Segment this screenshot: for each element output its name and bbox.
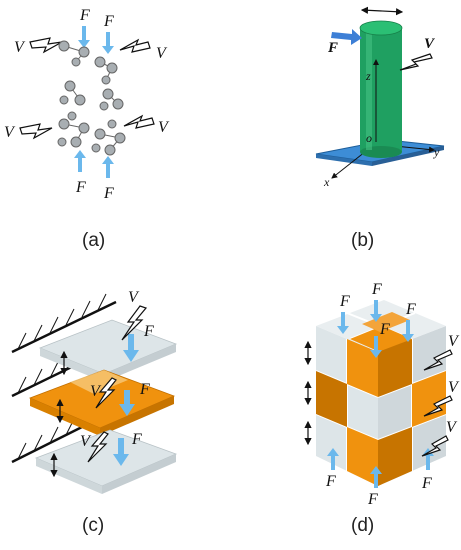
panel-c: F F F V V V <box>11 289 178 494</box>
z-axis-label: z <box>365 69 371 83</box>
bottom-layer-edge <box>102 454 176 494</box>
voltage-label: V <box>446 419 458 436</box>
voltage-label: V <box>158 119 170 136</box>
force-label: F <box>143 323 154 340</box>
force-arrow-b <box>331 29 362 45</box>
displacement-arrows <box>50 350 68 478</box>
origin-label: o <box>366 131 372 145</box>
voltage-label: V <box>128 289 140 306</box>
force-label: F <box>79 7 90 24</box>
panel-a: F F F F V V V V <box>4 7 170 202</box>
force-arrows-a <box>74 26 114 178</box>
voltage-label: V <box>14 39 26 56</box>
caption-a: (a) <box>82 230 106 251</box>
lightning-bolt-icon <box>399 53 433 71</box>
top-layer-edge <box>104 344 176 382</box>
pillar-top <box>359 20 403 36</box>
pillar-highlight <box>366 30 372 150</box>
force-label: F <box>103 13 114 30</box>
force-label: F <box>131 431 142 448</box>
lightning-bolt-icons-c <box>87 305 148 463</box>
middle-layer-highlight <box>70 370 128 394</box>
force-arrows-c <box>113 334 139 466</box>
force-label: F <box>103 185 114 202</box>
molecule-clusters <box>57 40 126 156</box>
force-label: F <box>421 475 432 492</box>
force-label: F <box>75 179 86 196</box>
lightning-bolt-icons-a <box>19 37 155 140</box>
middle-layer-edge <box>30 398 100 436</box>
y-axis-label: y <box>433 145 440 159</box>
substrate-plate-edge <box>316 154 372 166</box>
voltage-label: V <box>80 433 92 450</box>
oscillation-arrow <box>360 6 404 16</box>
orange-blocks <box>316 312 446 486</box>
force-label: F <box>379 321 390 338</box>
force-label: F <box>339 293 350 310</box>
voltage-label: V <box>156 45 168 62</box>
voltage-label: V <box>90 383 102 400</box>
panel-b: z o x y F V <box>315 6 445 189</box>
force-label: F <box>139 381 150 398</box>
voltage-label: V <box>448 379 460 396</box>
force-label: F <box>327 40 338 56</box>
force-label: F <box>405 301 416 318</box>
force-label: F <box>325 473 336 490</box>
caption-d: (d) <box>351 515 375 536</box>
voltage-label: V <box>4 124 16 141</box>
caption-b: (b) <box>351 230 375 251</box>
caption-c: (c) <box>82 515 105 536</box>
force-label: F <box>367 491 378 508</box>
x-axis-label: x <box>323 175 330 189</box>
middle-layer-edge <box>100 396 174 436</box>
panel-d: F F F F F F F V V V <box>304 281 460 508</box>
voltage-label: V <box>424 36 436 52</box>
force-label: F <box>371 281 382 298</box>
substrate-plate-side <box>372 146 444 166</box>
voltage-label: V <box>448 333 460 350</box>
lightning-bolt-icons-d <box>421 349 453 457</box>
top-layer-edge <box>40 348 104 382</box>
